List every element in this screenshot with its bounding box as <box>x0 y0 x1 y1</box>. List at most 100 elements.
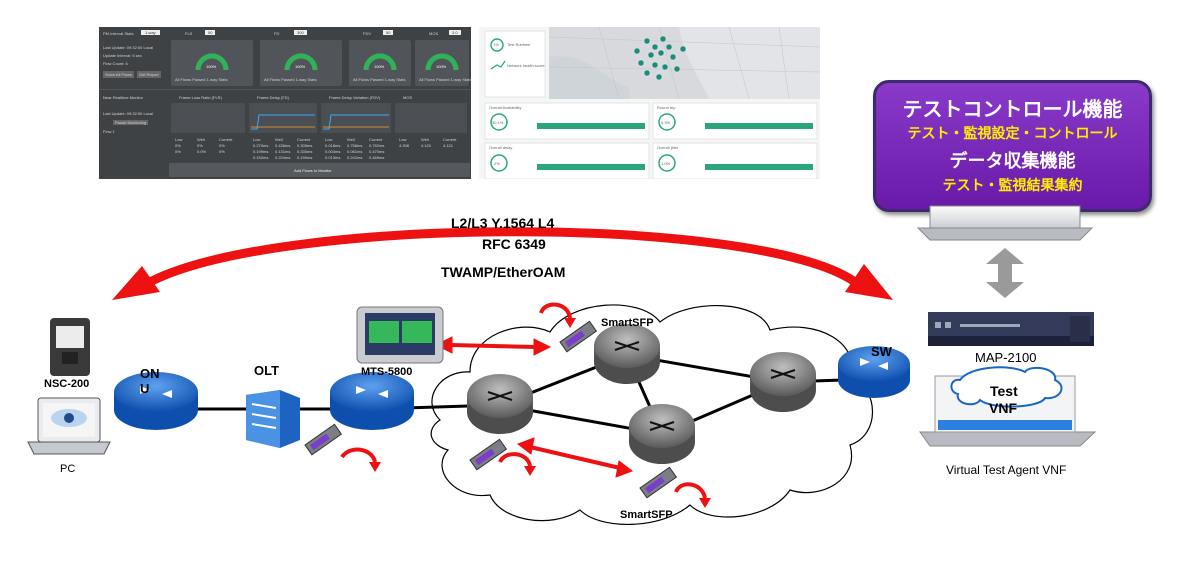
map-panel-svg <box>479 27 820 179</box>
monitor-cell: 4.121 <box>443 143 454 148</box>
router-core-4 <box>750 352 816 412</box>
monitor-col-header: Low <box>399 137 407 142</box>
router-sw <box>838 346 910 398</box>
control-box-line2: テスト・監視設定・コントロール <box>907 126 1118 142</box>
monitor-col-header: Well <box>347 137 355 142</box>
flow-label: Flow 1 <box>103 129 115 134</box>
gauge-value: 100% <box>436 64 447 69</box>
monitor-cell: 0.224ms <box>275 155 291 160</box>
protocol-label-2: RFC 6349 <box>482 236 546 252</box>
map-card-4-value: 1.0% <box>661 161 671 166</box>
monitor-cell: 0% <box>175 149 181 154</box>
gauge-card: 100% All Flows Passed 1-way Stats <box>171 40 253 86</box>
router-core-2 <box>594 324 660 384</box>
monitor-cell: 0.438ms <box>275 143 291 148</box>
dash-select: 1-way <box>141 30 160 35</box>
near-realtime-last-update: Last Update: 09:32:50 Local <box>103 111 154 116</box>
onu-label: ONU <box>140 366 160 396</box>
monitor-cell: 0.018ms <box>325 143 341 148</box>
monitor-cell: 0.279ms <box>253 143 269 148</box>
monitor-cell: 0.013ms <box>325 155 341 160</box>
monitor-cell: 0.758ms <box>347 143 363 148</box>
mts-5800-device <box>356 306 444 364</box>
gauge-card: 100% All Flows Passed 1-way Stats <box>415 40 471 86</box>
gauge-caption: All Flows Passed 1-way Stats <box>353 77 406 82</box>
dash-flow-count: Flow Count: 6 <box>103 61 128 66</box>
monitor-cell: 0.199ms <box>253 149 269 154</box>
monitor-col-header: Current <box>443 137 457 142</box>
monitor-panel-chart <box>321 103 391 133</box>
mts-5800-label: MTS-5800 <box>361 366 413 378</box>
monitor-col-header: Well <box>197 137 205 142</box>
test-control-box: テストコントロール機能 テスト・監視設定・コントロール データ収集機能 テスト・… <box>873 80 1152 212</box>
dash-update-interval: Update Interval: 5 sec <box>103 53 142 58</box>
vnf-label-line2: VNF <box>989 400 1017 416</box>
monitor-cell: 0.469ms <box>369 155 385 160</box>
gray-double-arrow <box>986 248 1024 298</box>
control-box-line3: データ収集機能 <box>949 151 1076 172</box>
router-onu <box>114 372 198 430</box>
nsc-200-device <box>50 318 90 376</box>
olt-label: OLT <box>254 363 280 378</box>
map-stat-1-label: Test Runtime <box>507 42 531 47</box>
monitor-cell: 0.004ms <box>325 149 341 154</box>
protocol-label-1: L2/L3 Y.1564 L4 <box>451 215 555 231</box>
map-2100-label: MAP-2100 <box>975 350 1037 365</box>
monitor-cell: 0.131ms <box>275 149 291 154</box>
gauge-threshold: 50 <box>383 30 394 35</box>
monitor-cell: 0.752ms <box>369 143 385 148</box>
map-card-3-value: 2% <box>494 161 500 166</box>
map-stat-2-label: Network health score <box>507 63 545 68</box>
monitor-cell: 0.242ms <box>347 155 363 160</box>
smartsfp-label-bottom: SmartSFP <box>620 509 673 521</box>
gauge-header: FD <box>274 31 280 36</box>
control-server-monitor <box>916 205 1094 241</box>
monitor-panel-title: Frame Delay Variation (FDV) <box>329 95 381 100</box>
pc-label: PC <box>60 463 76 475</box>
add-flows-button: Add Flows to Monitor <box>294 168 332 173</box>
dash-last-update: Last Update: 09:32:00 Local <box>103 45 154 50</box>
gauge-caption: All Flows Passed 1-way Stats <box>264 77 317 82</box>
monitor-cell: 4.120 <box>421 143 432 148</box>
monitor-cell: 0% <box>219 149 225 154</box>
map-stat-1-value: 1% <box>493 42 499 47</box>
smartsfp-test-arrows <box>434 336 634 478</box>
vnf-label-line1: Test <box>990 383 1018 399</box>
gauge-threshold: 3.0 <box>449 30 461 35</box>
monitor-col-header: Current <box>219 137 233 142</box>
map-2100-device <box>928 312 1094 346</box>
router-core-3 <box>629 404 695 464</box>
monitor-panel-chart <box>395 103 467 133</box>
virtual-test-agent-label: Virtual Test Agent VNF <box>946 463 1067 477</box>
gauge-threshold: 50 <box>205 30 216 35</box>
monitor-col-header: Current <box>369 137 383 142</box>
gauge-threshold: 300 <box>294 30 307 35</box>
monitor-col-header: Low <box>175 137 183 142</box>
olt-device <box>246 390 300 448</box>
test-vnf-server <box>919 366 1097 447</box>
map-card-3-title: Overall delay <box>489 145 513 150</box>
monitor-cell: 0.190ms <box>297 155 313 160</box>
map-card-2-title: Round trip <box>657 105 676 110</box>
sw-label: SW <box>871 344 892 359</box>
gauge-caption: All Flows Passed 1-way Stats <box>175 77 228 82</box>
map-card-2-value: 5.3% <box>661 120 671 125</box>
monitor-panel-title: Frame Delay (FD) <box>257 95 290 100</box>
map-card-4-title: Overall jitter <box>657 145 679 150</box>
near-realtime-title: Near Realtime Monitor <box>103 95 144 100</box>
router-mts <box>330 372 414 430</box>
map-card-1-title: Overall Availability <box>489 105 522 110</box>
router-core-1 <box>467 374 533 434</box>
gauge-value: 100% <box>206 64 217 69</box>
router-core-marks <box>487 341 796 431</box>
control-box-line4: テスト・監視結果集約 <box>942 178 1083 194</box>
monitor-col-header: Current <box>297 137 311 142</box>
monitor-cell: 0.061ms <box>347 149 363 154</box>
monitor-cell: 0.470ms <box>369 149 385 154</box>
gauge-caption: All Flows Passed 1-way Stats <box>419 77 471 82</box>
dash-show-all-button: Show All Flows <box>103 71 134 78</box>
gauge-value: 100% <box>295 64 306 69</box>
monitor-col-header: Low <box>325 137 333 142</box>
gauge-value: 100% <box>374 64 385 69</box>
